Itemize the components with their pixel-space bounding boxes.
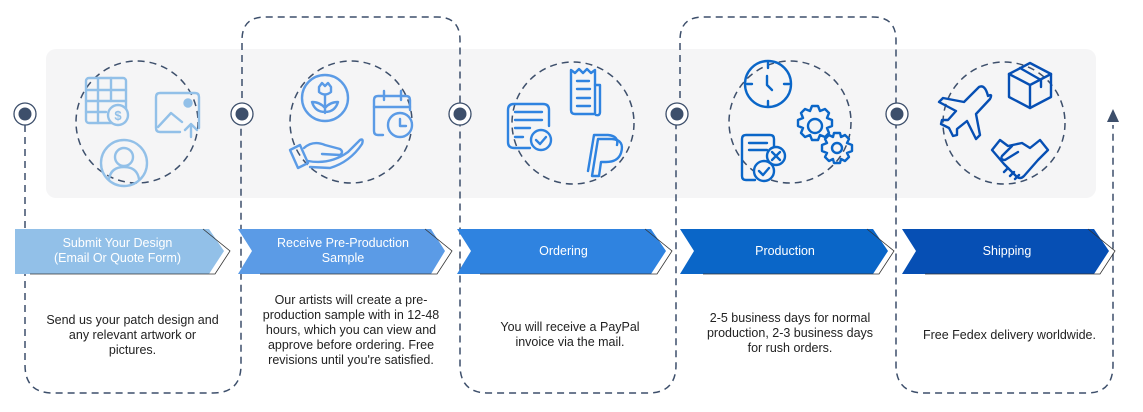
step-marker-5 (885, 102, 909, 126)
step-1-title-line-2: (Email Or Quote Form) (53, 251, 182, 265)
icon-cluster-circle-5 (942, 61, 1066, 185)
gears-icon (796, 104, 854, 165)
step-marker-3 (448, 102, 472, 126)
step-marker-4 (665, 102, 689, 126)
user-avatar-icon (99, 138, 149, 188)
step-marker-2 (230, 102, 254, 126)
flower-badge-icon (300, 73, 350, 123)
icon-cluster-circle-3 (511, 61, 635, 185)
clock-icon (743, 59, 793, 109)
step-5-description: Free Fedex delivery worldwide. (923, 327, 1096, 342)
paypal-icon (586, 133, 624, 178)
spreadsheet-dollar-icon: $ (84, 76, 130, 127)
step-5-title: Shipping (982, 243, 1032, 258)
open-hand-icon (288, 138, 364, 170)
chevron-step-3 (457, 228, 673, 275)
step-4-description: 2-5 business days for normal production,… (706, 310, 874, 355)
end-arrow-icon (1107, 109, 1119, 122)
image-upload-icon (154, 91, 201, 139)
chevron-step-1 (15, 228, 231, 275)
step-1-description: Send us your patch design and any releva… (46, 312, 219, 357)
icon-cluster-circle-4 (728, 60, 852, 184)
step-1-title: Submit Your Design(Email Or Quote Form) (20, 229, 215, 273)
step-1-title-line-1: Submit Your Design (62, 236, 173, 250)
step-markers (13, 102, 909, 126)
document-approve-reject-icon (740, 133, 787, 183)
step-3-title: Ordering (539, 243, 588, 258)
step-2-description: Our artists will create a pre-production… (262, 292, 440, 367)
receipt-icon (569, 67, 602, 117)
handshake-icon (990, 138, 1050, 181)
chevron-step-2 (238, 228, 453, 275)
step-2-title-line-1: Receive Pre-Production (276, 236, 409, 250)
step-3-description: You will receive a PayPal invoice via th… (500, 320, 640, 349)
step-marker-1 (13, 102, 37, 126)
step-2-title-line-2: Sample (321, 251, 365, 265)
document-check-icon (506, 102, 553, 152)
chevron-step-4 (680, 228, 895, 275)
calendar-clock-icon (372, 89, 414, 139)
chevron-step-5 (902, 228, 1116, 275)
svg-text:$: $ (114, 108, 122, 123)
flow-path-step-1 (24, 120, 242, 394)
airplane-icon (937, 85, 993, 141)
package-box-icon (1007, 61, 1053, 110)
step-4-title: Production (755, 243, 815, 258)
